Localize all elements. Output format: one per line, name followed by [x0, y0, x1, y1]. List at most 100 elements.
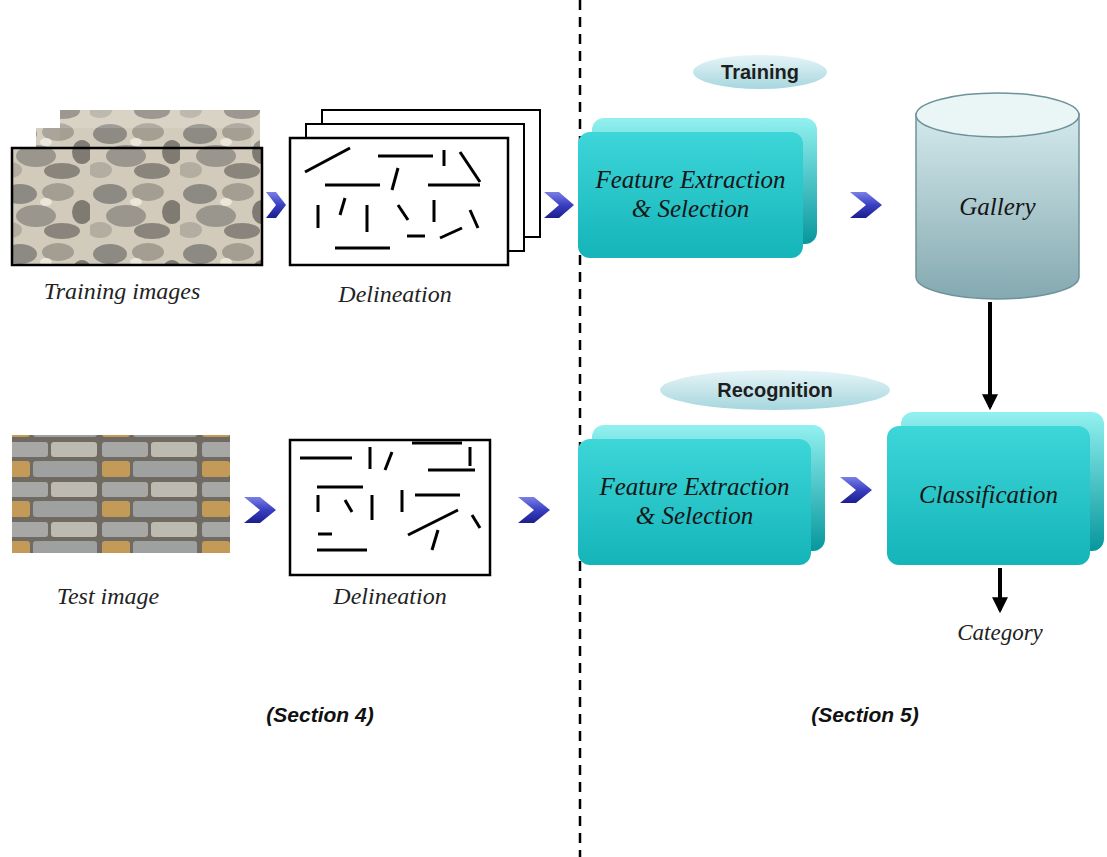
line-segments [300, 443, 480, 550]
photo-front [12, 148, 262, 265]
segment [371, 495, 374, 520]
section-label: (Section 5) [811, 703, 918, 726]
block-face [578, 439, 811, 565]
block-shape [887, 412, 1104, 565]
segment [335, 247, 390, 250]
node-text: Recognition [717, 379, 833, 401]
connector-arrow [988, 302, 992, 407]
test-photo [12, 435, 230, 553]
process-block: Feature Extraction & Selection [578, 118, 817, 258]
stage-oval: Recognition [660, 370, 890, 410]
chevron-arrow [850, 192, 882, 218]
segment [443, 150, 446, 166]
segment [378, 155, 433, 158]
node-text: Delineation [333, 583, 446, 609]
block-face [578, 132, 803, 258]
segment [408, 510, 458, 535]
delineation-sheet: Delineation [290, 110, 540, 265]
segment [415, 494, 460, 497]
segment [472, 515, 480, 528]
segment [305, 148, 350, 172]
block-depth [592, 425, 825, 551]
segment [345, 500, 352, 512]
training-photo-stack [12, 110, 262, 265]
output-label: Category [957, 620, 1043, 645]
output-arrow [998, 568, 1002, 610]
sheet-front [290, 138, 508, 265]
segment [398, 205, 408, 220]
segment [325, 184, 380, 187]
segment [366, 205, 369, 232]
segment [317, 495, 320, 512]
text-holder: Gallery [915, 136, 1080, 278]
gallery-cylinder: Gallery [915, 92, 1080, 300]
node-text: Feature Extraction & Selection [588, 166, 793, 224]
text-holder: Feature Extraction & Selection [578, 132, 803, 258]
section-divider [579, 0, 582, 857]
image-stack: Training images [12, 110, 262, 265]
cylinder-body [916, 114, 1079, 299]
process-block: Feature Extraction & Selection [578, 425, 825, 565]
node-text: Test image [57, 583, 159, 609]
segment [317, 486, 363, 489]
delineation-sheet: Delineation [290, 440, 490, 575]
oval-fill [693, 55, 827, 89]
node-text: Training images [44, 278, 201, 304]
segment [385, 452, 392, 470]
block-depth [901, 412, 1104, 551]
segment [401, 490, 404, 512]
cylinder-shape [915, 92, 1080, 300]
segment [432, 530, 438, 550]
segment [428, 184, 480, 187]
block-shape [578, 118, 817, 258]
stage-oval: Training [693, 55, 827, 89]
segment [412, 442, 462, 445]
section-label: (Section 4) [266, 703, 373, 726]
oval-shape [660, 370, 890, 410]
sheet-front [290, 440, 490, 575]
oval-fill [660, 370, 890, 410]
node-text: Training [721, 61, 799, 83]
block-depth [592, 118, 817, 244]
segment [369, 447, 372, 469]
text-holder: Training [693, 55, 827, 89]
node-text: Delineation [338, 281, 451, 307]
segment [318, 533, 332, 536]
chevron-arrow [518, 497, 550, 523]
segment [440, 228, 462, 238]
segment [317, 549, 367, 552]
cylinder-top [916, 93, 1079, 137]
segment [470, 210, 478, 228]
image-stack: Test image [12, 435, 230, 553]
segment [340, 198, 345, 215]
chevron-arrow [244, 497, 276, 523]
node-text: Feature Extraction & Selection [592, 473, 797, 531]
segment [428, 469, 475, 472]
chevron-arrow [266, 192, 286, 218]
node-text: Classification [919, 481, 1058, 510]
text-holder: Classification [887, 426, 1090, 565]
segment [469, 447, 472, 466]
block-shape [578, 425, 825, 565]
segment [392, 168, 398, 190]
segment [407, 235, 425, 238]
chevron-arrow [544, 192, 574, 218]
chevron-arrow [840, 477, 872, 503]
node-text: Gallery [959, 193, 1035, 222]
block-face [887, 426, 1090, 565]
segment [317, 205, 320, 228]
test-delineation [290, 440, 490, 575]
segment [300, 457, 352, 460]
training-delineation-stack [290, 110, 540, 265]
text-holder: Feature Extraction & Selection [578, 439, 811, 565]
oval-shape [693, 55, 827, 89]
line-segments [305, 148, 480, 248]
text-holder: Recognition [660, 370, 890, 410]
segment [460, 152, 480, 182]
process-block: Classification [887, 412, 1104, 565]
segment [433, 200, 436, 222]
